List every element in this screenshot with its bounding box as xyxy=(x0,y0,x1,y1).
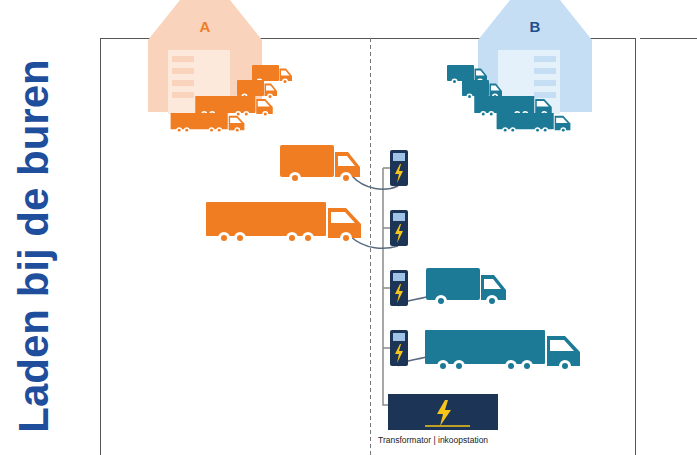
supply-branch xyxy=(383,167,390,169)
supply-cable xyxy=(383,168,388,405)
orange-truck xyxy=(206,202,361,244)
transformer-base-line xyxy=(425,425,470,427)
lightning-bolt xyxy=(437,400,451,426)
frame-top-right xyxy=(640,38,697,39)
diagram-title: Laden bij de buren xyxy=(6,36,62,455)
fleet-truck xyxy=(171,113,245,133)
supply-branch xyxy=(383,227,390,229)
fleet-van xyxy=(237,80,277,100)
warehouse: A xyxy=(148,0,262,112)
fleet-van xyxy=(462,80,502,100)
frame-right xyxy=(635,38,636,455)
warehouse-a-interior xyxy=(168,50,230,114)
warehouse-door xyxy=(168,50,230,114)
fleet-truck xyxy=(195,96,273,117)
shelf xyxy=(534,68,556,74)
transformer-box xyxy=(388,394,498,430)
fleet-truck xyxy=(474,96,552,117)
shelf xyxy=(172,68,194,74)
shelf xyxy=(534,56,556,62)
warehouse-door xyxy=(498,50,560,114)
warehouse-outline xyxy=(478,0,592,112)
grid-cable xyxy=(383,168,390,405)
frame-left xyxy=(100,38,101,455)
teal-van xyxy=(426,268,506,307)
transformer-symbol xyxy=(425,400,470,426)
shelf xyxy=(534,92,556,98)
charging-post xyxy=(390,210,408,246)
fleet-van xyxy=(252,65,292,85)
shelf xyxy=(534,80,556,86)
warehouse-outline xyxy=(148,0,262,112)
warehouse-shape xyxy=(478,0,592,112)
teal-truck xyxy=(425,330,580,372)
warehouse-label: A xyxy=(148,18,262,35)
warehouse-label: B xyxy=(478,18,592,35)
fleet-truck xyxy=(497,113,571,133)
shelf xyxy=(172,80,194,86)
fleet-van xyxy=(447,65,487,85)
charging-cables xyxy=(350,176,430,366)
warehouse: B xyxy=(478,0,592,112)
supply-branch xyxy=(383,347,390,349)
warehouse-shape xyxy=(148,0,262,112)
charging-post xyxy=(390,270,408,306)
supply-branch xyxy=(383,287,390,289)
transformer-caption: Transformator | inkoopstation xyxy=(378,435,508,445)
shelf xyxy=(172,56,194,62)
charging-post xyxy=(390,150,408,186)
transformer-station: Transformator | inkoopstation xyxy=(388,394,508,446)
warehouse-b-interior xyxy=(498,50,560,114)
charging-post xyxy=(390,330,408,366)
shelf xyxy=(172,92,194,98)
orange-van xyxy=(280,145,360,184)
